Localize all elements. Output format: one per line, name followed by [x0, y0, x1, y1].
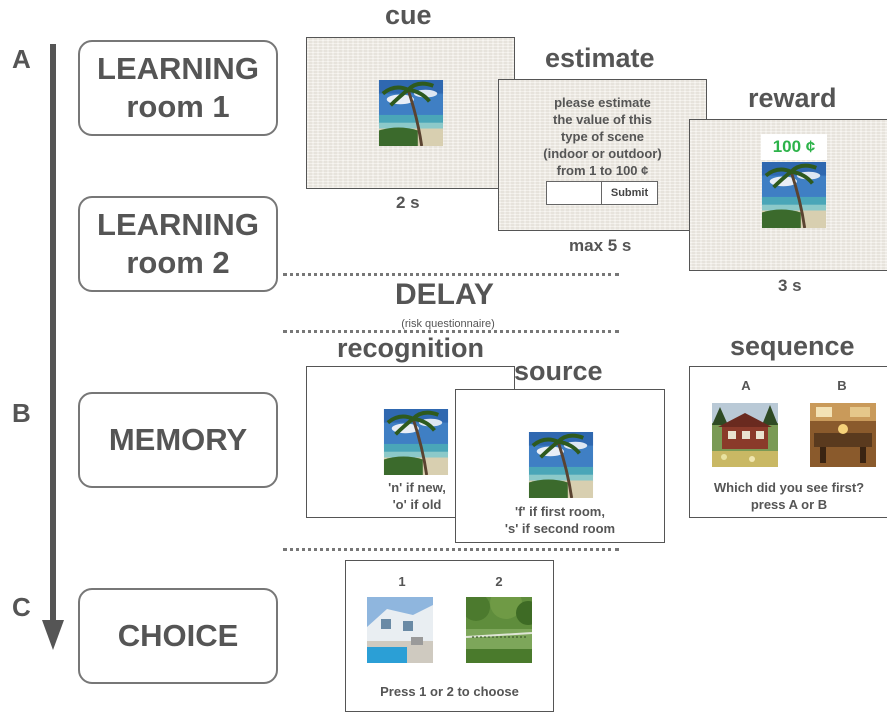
reward-screen: 100 ¢	[689, 119, 887, 271]
choice-screen: 1 2 Press 1 or 2 to choose	[345, 560, 554, 712]
estimate-prompt: please estimate the value of this type o…	[543, 95, 662, 178]
reward-duration: 3 s	[778, 276, 802, 295]
panel-label-c: C	[12, 592, 31, 622]
beach-scene-image	[528, 432, 594, 498]
recognition-instruction: 'n' if new, 'o' if old	[388, 480, 446, 512]
house-scene-image	[712, 403, 778, 467]
choice-instruction: Press 1 or 2 to choose	[380, 684, 519, 699]
submit-button[interactable]: Submit	[610, 187, 649, 199]
sequence-instruction: Which did you see first? press A or B	[713, 480, 865, 512]
panel-label-b: B	[12, 398, 31, 428]
delay-note: (risk questionnaire)	[401, 318, 495, 330]
beach-scene-image	[761, 162, 827, 228]
panel-label-a: A	[12, 44, 31, 74]
beach-scene-image	[383, 409, 449, 475]
kitchen-scene-image	[810, 403, 876, 467]
estimate-title: estimate	[545, 43, 655, 73]
recognition-title: recognition	[337, 333, 484, 363]
estimate-form: Submit	[546, 181, 658, 205]
sequence-screen: A B Which did you see first? press A o	[689, 366, 887, 518]
learning-room-2-box: LEARNING room 2	[78, 196, 278, 292]
sequence-option-b-label: B	[837, 378, 847, 393]
estimate-input[interactable]	[547, 182, 602, 204]
source-instruction: 'f' if first room, 's' if second room	[504, 504, 616, 536]
choice-option-2-label: 2	[495, 574, 503, 589]
divider-line	[283, 273, 619, 276]
memory-box: MEMORY	[78, 392, 278, 488]
source-screen: 'f' if first room, 's' if second room	[455, 389, 665, 543]
pool-villa-image	[367, 597, 433, 663]
garden-court-image	[466, 597, 532, 663]
sequence-option-a-label: A	[741, 378, 751, 393]
divider-line	[283, 548, 619, 551]
sequence-title: sequence	[730, 331, 855, 361]
divider-line	[283, 330, 619, 333]
learning-room-1-box: LEARNING room 1	[78, 40, 278, 136]
reward-title: reward	[748, 83, 837, 113]
choice-option-1-label: 1	[398, 574, 406, 589]
estimate-screen: please estimate the value of this type o…	[498, 79, 707, 231]
cue-screen	[306, 37, 515, 189]
delay-title: DELAY	[395, 278, 494, 311]
source-title: source	[514, 356, 603, 386]
choice-box: CHOICE	[78, 588, 278, 684]
beach-scene-image	[378, 80, 444, 146]
estimate-duration: max 5 s	[569, 236, 632, 255]
cue-duration: 2 s	[396, 193, 420, 212]
cue-title: cue	[385, 0, 432, 30]
reward-value: 100 ¢	[761, 134, 827, 160]
timeline-arrow-icon	[42, 44, 64, 650]
